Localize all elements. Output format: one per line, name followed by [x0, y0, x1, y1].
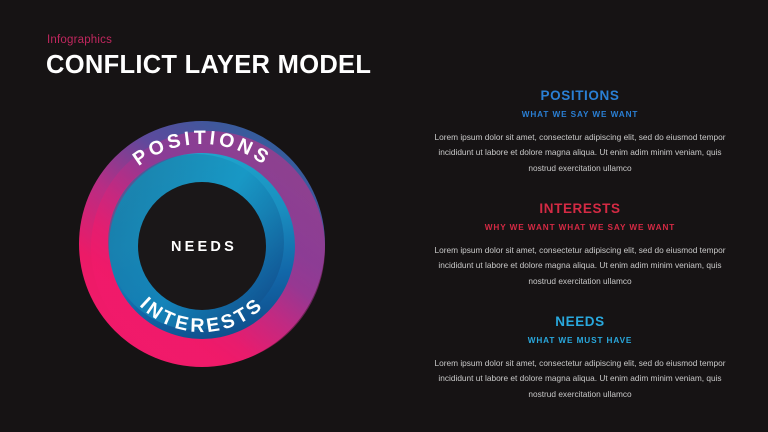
block-needs-body: Lorem ipsum dolor sit amet, consectetur …	[434, 358, 726, 399]
block-positions-subtitle: WHAT WE SAY WE WANT	[521, 110, 639, 119]
conflict-layer-diagram: POSITIONS INTERESTS NEEDS	[56, 98, 348, 390]
block-positions: POSITIONS WHAT WE SAY WE WANT Lorem ipsu…	[420, 88, 740, 176]
description-panel: POSITIONS WHAT WE SAY WE WANT Lorem ipsu…	[420, 88, 740, 402]
block-interests-body: Lorem ipsum dolor sit amet, consectetur …	[434, 245, 726, 286]
page-title: CONFLICT LAYER MODEL	[46, 51, 372, 79]
block-interests-subtitle: WHY WE WANT WHAT WE SAY WE WANT	[484, 223, 676, 233]
block-positions-body: Lorem ipsum dolor sit amet, consectetur …	[434, 132, 726, 173]
block-interests-title: INTERESTS	[539, 201, 621, 217]
center-circle-needs	[138, 182, 266, 310]
block-interests: INTERESTS WHY WE WANT WHAT WE SAY WE WAN…	[420, 201, 740, 289]
block-needs-title: NEEDS	[555, 314, 605, 330]
center-label: NEEDS	[171, 239, 237, 255]
eyebrow-label: Infographics	[47, 34, 113, 46]
block-needs-subtitle: WHAT WE MUST HAVE	[527, 336, 633, 346]
block-positions-title: POSITIONS	[540, 88, 620, 103]
block-needs: NEEDS WHAT WE MUST HAVE Lorem ipsum dolo…	[420, 314, 740, 402]
